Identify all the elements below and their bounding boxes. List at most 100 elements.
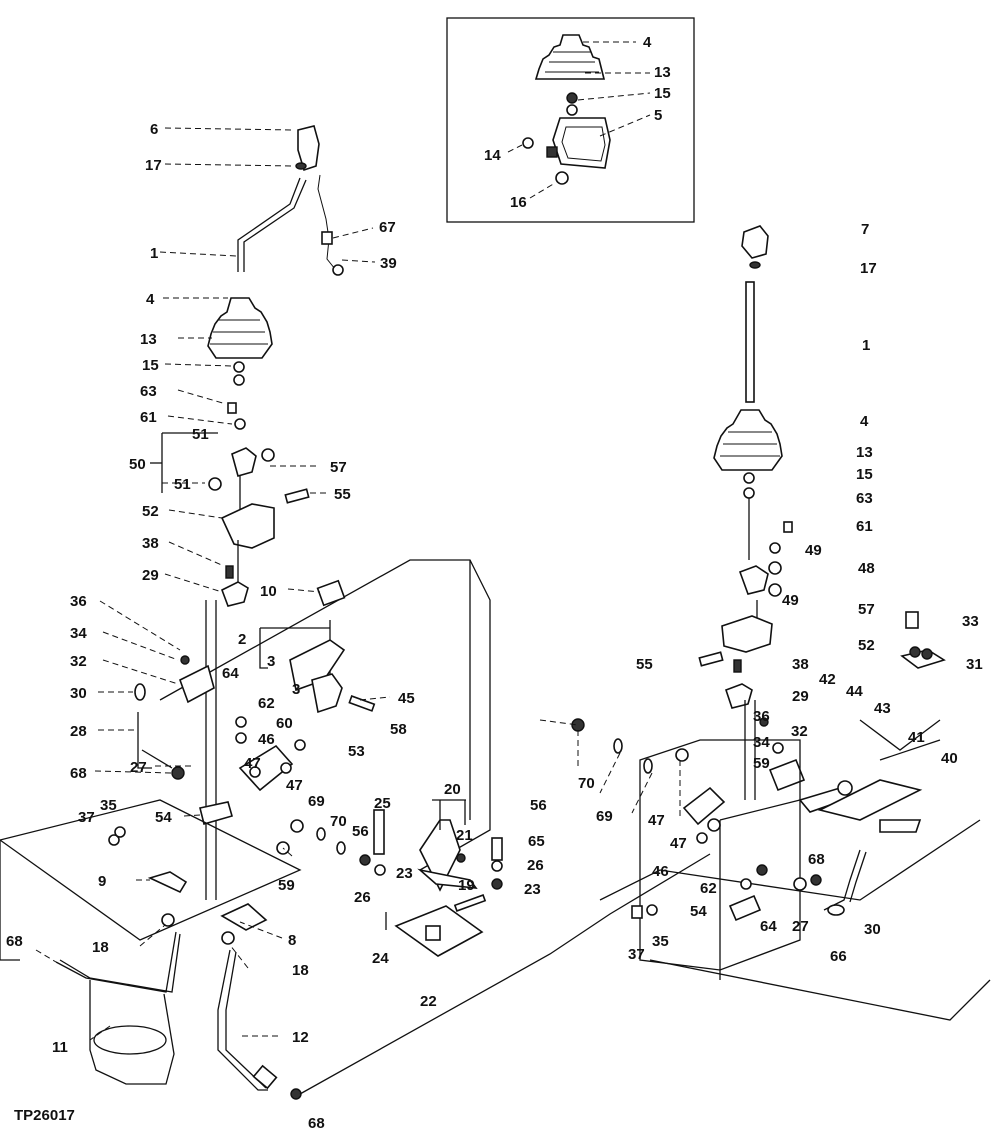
callout-29-right: 29	[792, 688, 809, 705]
callout-45: 45	[398, 690, 415, 707]
callout-2: 2	[238, 631, 246, 648]
callout-30-right: 30	[864, 921, 881, 938]
callout-18-b: 18	[292, 962, 309, 979]
callout-20: 20	[444, 781, 461, 798]
inset-label-13: 13	[654, 64, 671, 81]
callout-69: 69	[308, 793, 325, 810]
callout-54: 54	[155, 809, 172, 826]
figure-id: TP26017	[14, 1107, 75, 1124]
inset-label-5: 5	[654, 107, 662, 124]
callout-57: 57	[330, 459, 347, 476]
callout-53: 53	[348, 743, 365, 760]
callout-13: 13	[140, 331, 157, 348]
callout-66: 66	[830, 948, 847, 965]
left-control-assembly	[0, 125, 711, 1100]
callout-26-b: 26	[527, 857, 544, 874]
callout-52-right: 52	[858, 637, 875, 654]
callout-25: 25	[374, 795, 391, 812]
callout-40: 40	[941, 750, 958, 767]
callout-61-right: 61	[856, 518, 873, 535]
callout-42: 42	[819, 671, 836, 688]
callout-63: 63	[140, 383, 157, 400]
callout-1-right: 1	[862, 337, 870, 354]
callout-64-right: 64	[760, 918, 777, 935]
callout-55-right: 55	[636, 656, 653, 673]
callout-27: 27	[130, 759, 147, 776]
inset-detail: 4 13 15 5 14 16	[446, 17, 695, 223]
callout-3: 3	[267, 653, 275, 670]
callout-68-b: 68	[6, 933, 23, 950]
callout-12: 12	[292, 1029, 309, 1046]
inset-label-16: 16	[510, 194, 527, 211]
inset-label-14: 14	[484, 147, 501, 164]
callout-37-right: 37	[628, 946, 645, 963]
callout-38: 38	[142, 535, 159, 552]
callout-56-right: 56	[530, 797, 547, 814]
callout-62: 62	[258, 695, 275, 712]
callout-62-right: 62	[700, 880, 717, 897]
callout-28: 28	[70, 723, 87, 740]
leader-lines	[35, 127, 466, 1041]
callout-70-right: 70	[578, 775, 595, 792]
callout-47-b: 47	[286, 777, 303, 794]
callout-30: 30	[70, 685, 87, 702]
callout-67: 67	[379, 219, 396, 236]
callout-6: 6	[150, 121, 158, 138]
callout-10: 10	[260, 583, 277, 600]
callout-68-c: 68	[308, 1115, 325, 1130]
callout-23-b: 23	[524, 881, 541, 898]
callout-54-right: 54	[690, 903, 707, 920]
inset-label-4: 4	[643, 34, 652, 51]
callout-35: 35	[100, 797, 117, 814]
knob-icon-right	[741, 225, 769, 259]
callout-32: 32	[70, 653, 87, 670]
callout-35-right: 35	[652, 933, 669, 950]
callout-43: 43	[874, 700, 891, 717]
callout-37: 37	[78, 809, 95, 826]
boot-icon	[534, 34, 606, 80]
callout-9: 9	[98, 873, 106, 890]
callout-33: 33	[962, 613, 979, 630]
callout-17-right: 17	[860, 260, 877, 277]
callout-50: 50	[129, 456, 146, 473]
callout-46: 46	[258, 731, 275, 748]
callout-38-right: 38	[792, 656, 809, 673]
callout-46-right: 46	[652, 863, 669, 880]
callout-34-right: 34	[753, 734, 770, 751]
callout-63-right: 63	[856, 490, 873, 507]
callout-34: 34	[70, 625, 87, 642]
callout-55: 55	[334, 486, 351, 503]
knob-icon	[297, 125, 320, 172]
callout-labels: 6 17 1 4 13 15 63 61 51 50 51 57 55 52 3…	[6, 121, 983, 1130]
callout-29: 29	[142, 567, 159, 584]
callout-52: 52	[142, 503, 159, 520]
callout-59-right: 59	[753, 755, 770, 772]
callout-49-b: 49	[782, 592, 799, 609]
callout-18: 18	[92, 939, 109, 956]
callout-31: 31	[966, 656, 983, 673]
callout-22: 22	[420, 993, 437, 1010]
callout-60: 60	[276, 715, 293, 732]
callout-70: 70	[330, 813, 347, 830]
boot-icon-left	[207, 297, 273, 359]
callout-49: 49	[805, 542, 822, 559]
callout-24: 24	[372, 950, 389, 967]
callout-65: 65	[528, 833, 545, 850]
callout-8: 8	[288, 932, 296, 949]
callout-13-right: 13	[856, 444, 873, 461]
callout-21: 21	[456, 827, 473, 844]
callout-47-right-b: 47	[670, 835, 687, 852]
callout-23: 23	[396, 865, 413, 882]
callout-7: 7	[861, 221, 869, 238]
callout-47-right: 47	[648, 812, 665, 829]
callout-69-right: 69	[596, 808, 613, 825]
callout-44: 44	[846, 683, 863, 700]
callout-3-lower: 3	[292, 681, 300, 698]
callout-1: 1	[150, 245, 158, 262]
callout-32-right: 32	[791, 723, 808, 740]
callout-19: 19	[458, 877, 475, 894]
callout-4-right: 4	[860, 413, 869, 430]
callout-57-right: 57	[858, 601, 875, 618]
callout-17: 17	[145, 157, 162, 174]
